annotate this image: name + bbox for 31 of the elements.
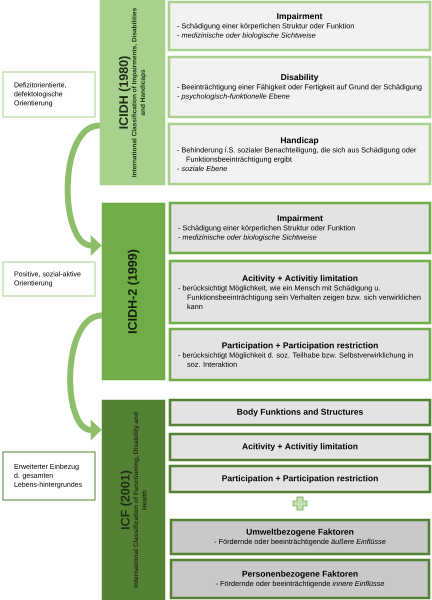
note-box	[2, 262, 96, 296]
category-box	[168, 56, 432, 118]
category-box	[168, 464, 432, 494]
band-title: ICF (2001)	[120, 470, 132, 530]
category-box	[170, 518, 430, 556]
box-heading: Handicap	[280, 136, 318, 145]
band-title: ICIDH-2 (1999)	[128, 250, 140, 334]
category-box	[168, 260, 432, 324]
box-heading: Impairment	[277, 12, 322, 21]
category-box	[168, 432, 432, 462]
category-box	[168, 0, 432, 52]
category-box	[168, 122, 432, 186]
box-heading: Impairment	[278, 214, 323, 223]
box-heading: Participation + Participation restriction	[222, 475, 378, 483]
box-heading: Disability	[281, 74, 318, 82]
category-band	[102, 400, 166, 600]
note-box	[2, 452, 96, 500]
category-band	[102, 202, 166, 380]
category-box	[168, 398, 432, 426]
category-box	[168, 202, 432, 254]
category-band	[100, 0, 166, 186]
box-heading: Body Funktions and Structures	[237, 408, 363, 416]
box-heading: Participation + Participation restriction	[222, 342, 378, 350]
box-heading: Acitivity + Activitiy limitation	[242, 443, 358, 451]
box-heading: Umweltbezogene Faktoren	[246, 528, 354, 536]
box-heading: Personenbezogene Faktoren	[242, 570, 358, 578]
band-title: ICIDH (1980)	[118, 56, 130, 128]
note-box	[2, 72, 96, 118]
category-box	[170, 558, 430, 600]
box-heading: Acitivity + Activitiy limitation	[242, 274, 358, 283]
category-box	[168, 328, 432, 382]
